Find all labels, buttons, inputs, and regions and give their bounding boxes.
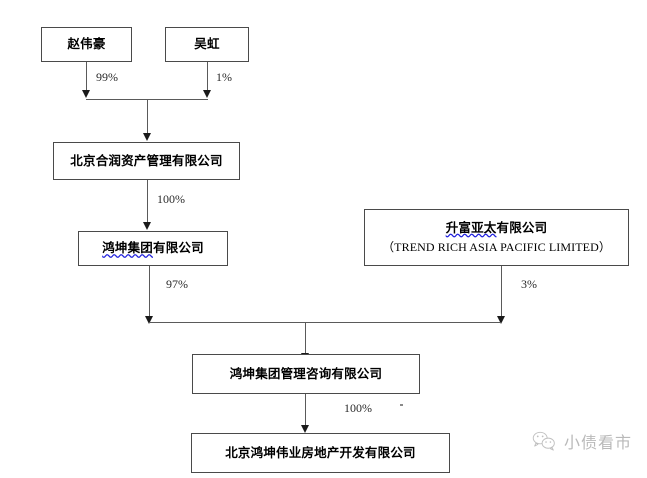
edge-percent-100-consulting: 100% bbox=[344, 401, 372, 415]
node-label: 升富亚太有限公司 bbox=[446, 220, 548, 236]
merge-bar-bottom bbox=[149, 322, 502, 323]
edge-percent-3: 3% bbox=[521, 277, 537, 291]
edge-consulting-weiye-stem bbox=[305, 394, 306, 427]
node-label: 北京合润资产管理有限公司 bbox=[70, 152, 223, 168]
edge-zhao-stem bbox=[86, 62, 87, 92]
node-zhao-weihao[interactable]: 赵伟豪 bbox=[41, 27, 132, 62]
edge-herun-hongkun-arrowhead bbox=[143, 222, 151, 230]
node-label-rest: 有限公司 bbox=[496, 219, 548, 235]
edge-percent-1: 1% bbox=[216, 70, 232, 84]
node-hongkun-group[interactable]: 鸿坤集团有限公司 bbox=[78, 231, 228, 266]
node-beijing-hongkun-weiye[interactable]: 北京鸿坤伟业房地产开发有限公司 bbox=[191, 433, 450, 473]
edge-wuhong-arrowhead bbox=[203, 90, 211, 98]
edge-consulting-weiye-arrowhead bbox=[301, 425, 309, 433]
edge-percent-100-herun: 100% bbox=[157, 192, 185, 206]
node-label: 北京鸿坤伟业房地产开发有限公司 bbox=[225, 444, 416, 460]
node-beijing-herun[interactable]: 北京合润资产管理有限公司 bbox=[53, 142, 240, 180]
edge-zhao-arrowhead bbox=[82, 90, 90, 98]
scan-speck bbox=[400, 404, 403, 406]
edge-trendrich-arrowhead bbox=[497, 316, 505, 324]
wechat-icon bbox=[532, 431, 555, 451]
node-wu-hong[interactable]: 吴虹 bbox=[165, 27, 249, 62]
edge-herun-hongkun-stem bbox=[147, 180, 148, 224]
watermark: 小债看市 bbox=[531, 429, 632, 453]
node-label: 赵伟豪 bbox=[67, 36, 106, 52]
edge-to-herun-stem bbox=[147, 99, 148, 135]
node-label: 吴虹 bbox=[194, 36, 220, 52]
node-label-spellchecked: 升富亚太 bbox=[445, 219, 497, 235]
node-label: 鸿坤集团管理咨询有限公司 bbox=[229, 365, 383, 381]
edge-trendrich-stem bbox=[501, 266, 502, 318]
node-label: 鸿坤集团有限公司 bbox=[102, 240, 204, 256]
node-hongkun-consulting[interactable]: 鸿坤集团管理咨询有限公司 bbox=[192, 354, 420, 394]
edge-to-consulting-stem bbox=[305, 322, 306, 355]
node-label-english: （TREND RICH ASIA PACIFIC LIMITED） bbox=[382, 239, 611, 254]
edge-hongkun-stem bbox=[149, 266, 150, 318]
edge-wuhong-stem bbox=[207, 62, 208, 92]
watermark-text: 小债看市 bbox=[564, 433, 633, 452]
node-label-rest: 有限公司 bbox=[153, 240, 204, 256]
edge-to-herun-arrowhead bbox=[143, 133, 151, 141]
edge-percent-97: 97% bbox=[166, 277, 188, 291]
node-trend-rich-asia[interactable]: 升富亚太有限公司 （TREND RICH ASIA PACIFIC LIMITE… bbox=[364, 209, 629, 266]
edge-hongkun-arrowhead bbox=[145, 316, 153, 324]
edge-percent-99: 99% bbox=[96, 70, 118, 84]
node-label-spellchecked: 鸿坤集团 bbox=[102, 240, 153, 256]
